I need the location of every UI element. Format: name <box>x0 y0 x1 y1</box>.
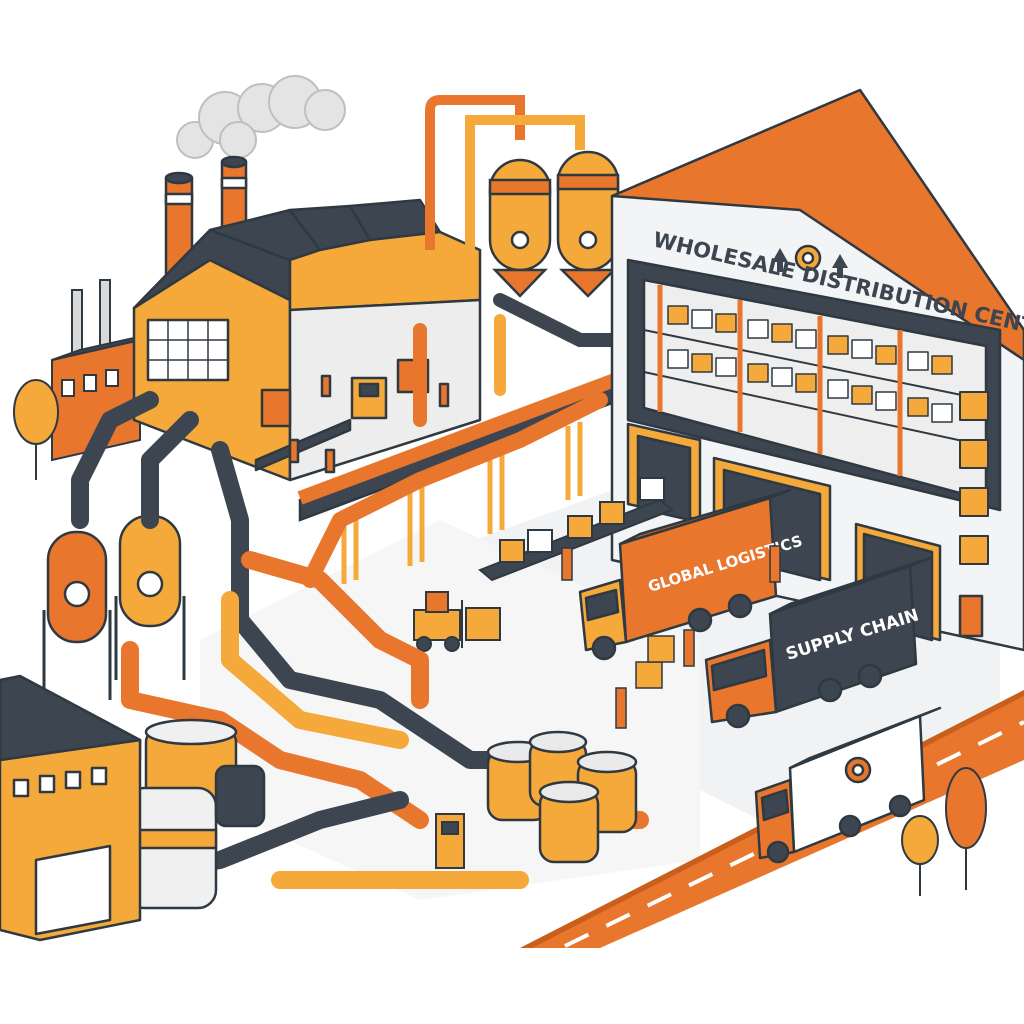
warehouse-building <box>610 88 1024 652</box>
warehouse-side-door <box>958 594 984 638</box>
main-factory <box>132 155 482 482</box>
silos-top <box>425 95 620 298</box>
white-tanks <box>124 718 266 910</box>
truck-supply-chain <box>704 556 932 729</box>
storage-tanks <box>486 730 638 864</box>
control-panel <box>435 813 465 869</box>
conveyor-belt <box>478 477 674 582</box>
gear-icon <box>794 244 822 272</box>
truck-global-logistics <box>578 488 792 661</box>
tree-icon <box>13 379 59 480</box>
arrow-up-icon <box>772 248 848 278</box>
workers-dock <box>561 545 781 729</box>
smoke-cloud <box>176 75 346 159</box>
bottom-left-building <box>0 674 142 942</box>
pipe-network <box>71 391 649 889</box>
road-truck <box>754 706 942 864</box>
side-icon-panel <box>959 391 989 565</box>
gear-icon <box>844 756 872 784</box>
tanks-left <box>42 514 186 700</box>
forklift-icon <box>413 591 501 652</box>
tree-icon <box>901 767 987 896</box>
